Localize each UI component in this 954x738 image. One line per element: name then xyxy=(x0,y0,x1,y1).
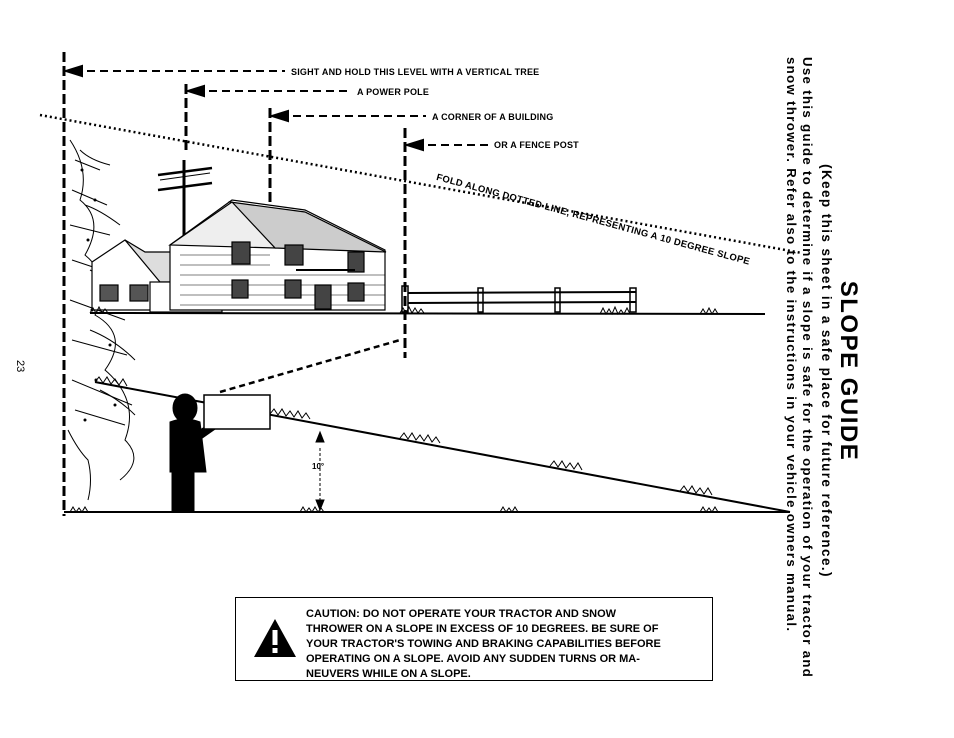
caution-line-5: NEUVERS WHILE ON A SLOPE. xyxy=(306,668,471,680)
held-sheet xyxy=(203,394,271,430)
page-title: SLOPE GUIDE xyxy=(835,280,862,462)
sight-arrows xyxy=(62,64,488,152)
caution-line-2: THROWER ON A SLOPE IN EXCESS OF 10 DEGRE… xyxy=(306,623,659,635)
sight-label-corner: A CORNER OF A BUILDING xyxy=(432,112,554,122)
page-number: 23 xyxy=(14,360,26,373)
caution-text: CAUTION: DO NOT OPERATE YOUR TRACTOR AND… xyxy=(306,607,706,682)
angle-label: 10° xyxy=(312,462,325,471)
fence xyxy=(401,285,637,313)
angle-marker xyxy=(315,430,325,512)
caution-line-1: CAUTION: DO NOT OPERATE YOUR TRACTOR AND… xyxy=(306,608,617,620)
caution-line-3: YOUR TRACTOR'S TOWING AND BRAKING CAPABI… xyxy=(306,638,661,650)
keep-sheet-note: (Keep this sheet in a safe place for fut… xyxy=(819,164,834,578)
left-trees xyxy=(67,139,136,501)
sight-label-fence: OR A FENCE POST xyxy=(494,140,579,150)
instructions-line-1: Use this guide to determine if a slope i… xyxy=(800,57,815,679)
slope-guide-header: SLOPE GUIDE (Keep this sheet in a safe p… xyxy=(784,57,862,685)
main-house xyxy=(168,199,387,311)
fold-line xyxy=(39,113,803,255)
caution-line-4: OPERATING ON A SLOPE. AVOID ANY SUDDEN T… xyxy=(306,653,640,665)
caution-box: CAUTION: DO NOT OPERATE YOUR TRACTOR AND… xyxy=(235,597,713,681)
sight-label-pole: A POWER POLE xyxy=(357,87,430,97)
sight-line xyxy=(219,338,401,394)
upper-ground xyxy=(89,305,766,316)
warning-triangle-icon xyxy=(254,619,296,657)
sight-label-tree: SIGHT AND HOLD THIS LEVEL WITH A VERTICA… xyxy=(291,67,540,77)
instructions-line-2: snow thrower. Refer also to the instruct… xyxy=(784,57,799,633)
